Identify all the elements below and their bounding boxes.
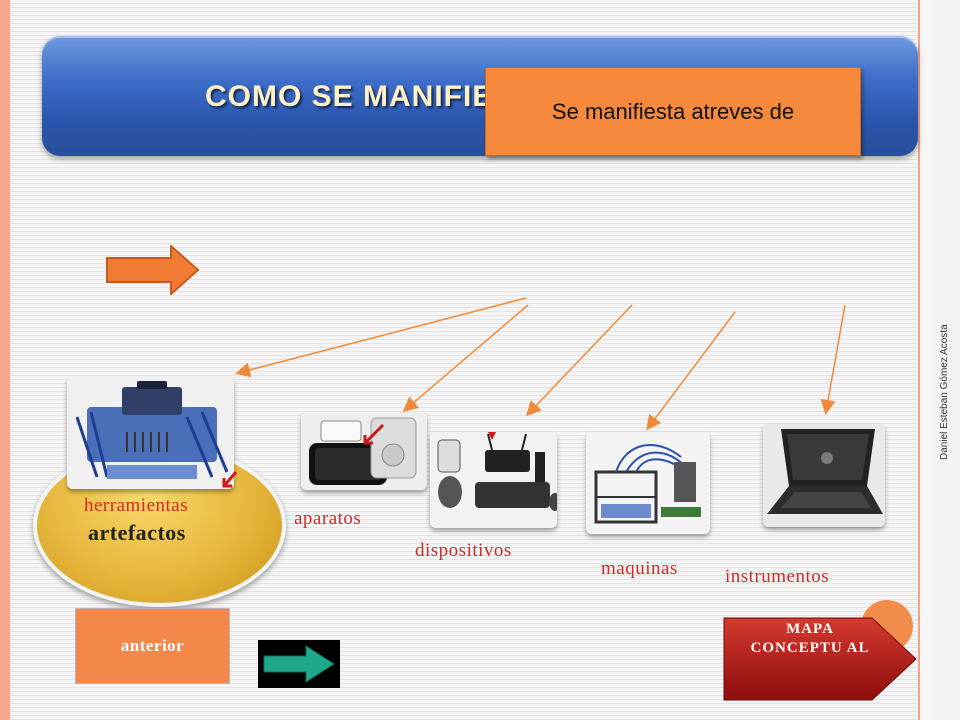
right-side-stripe xyxy=(934,0,960,720)
next-button[interactable] xyxy=(258,640,340,688)
herramientas-image xyxy=(67,377,234,489)
arrow-to-dispositivos xyxy=(525,304,633,417)
label-artefactos: artefactos xyxy=(88,520,186,545)
label-aparatos: aparatos xyxy=(294,508,362,529)
right-arrow-shape[interactable] xyxy=(105,245,200,295)
arrow-to-instrumentos xyxy=(820,304,846,415)
arrow-to-aparatos xyxy=(402,304,529,412)
anterior-button[interactable]: anterior xyxy=(75,608,230,684)
label-herramientas: herramientas xyxy=(84,495,189,516)
red-corner-arrow-icon xyxy=(222,471,238,488)
label-dispositivos: dispositivos xyxy=(415,540,512,561)
label-maquinas: maquinas xyxy=(601,558,678,579)
aparatos-image xyxy=(301,413,427,490)
manifest-overlay-box: Se manifiesta atreves de xyxy=(485,67,861,156)
arrow-to-maquinas xyxy=(646,311,736,431)
mapa-conceptual-button[interactable] xyxy=(722,616,918,702)
label-instrumentos: instrumentos xyxy=(725,566,830,587)
author-credit: Daniel Esteban Gómez Acosta xyxy=(939,324,950,460)
mapa-conceptual-label: MAPA CONCEPTU AL xyxy=(750,621,870,656)
arrow-to-herramientas xyxy=(235,297,527,378)
left-border xyxy=(0,0,10,720)
instrumentos-image xyxy=(763,424,885,527)
dispositivos-image xyxy=(430,432,557,528)
next-arrow-icon xyxy=(263,645,335,683)
maquinas-image xyxy=(586,432,710,534)
